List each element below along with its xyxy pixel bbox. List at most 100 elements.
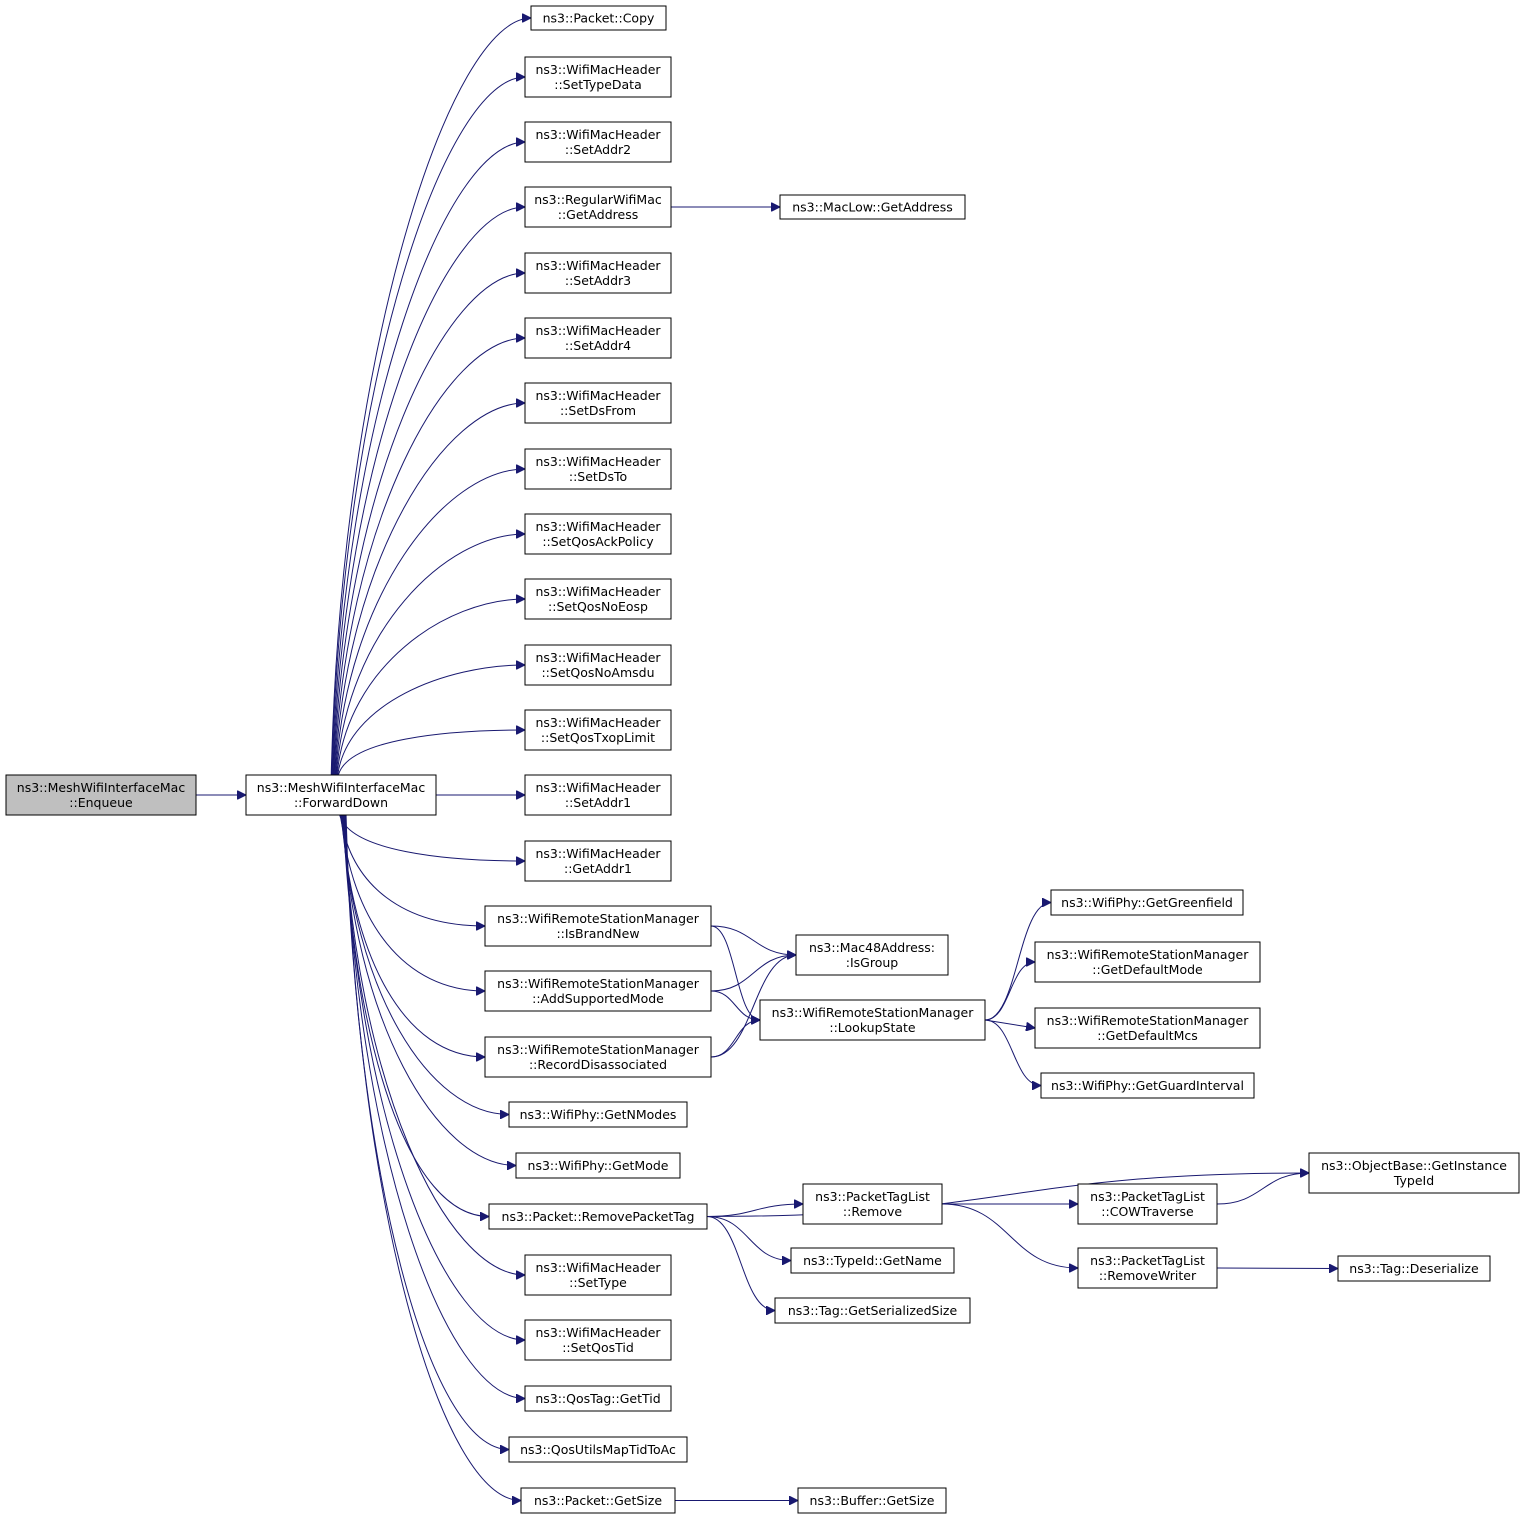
node-forwarddown[interactable]: ns3::MeshWifiInterfaceMac::ForwardDown xyxy=(245,774,437,816)
node-setaddr4[interactable]: ns3::WifiMacHeader::SetAddr4 xyxy=(524,317,672,359)
edge-forwarddown-to-setaddr3 xyxy=(333,273,525,776)
node-recorddisassociated[interactable]: ns3::WifiRemoteStationManager::RecordDis… xyxy=(484,1036,712,1078)
node-setqostxoplimit[interactable]: ns3::WifiMacHeader::SetQosTxopLimit xyxy=(524,709,672,751)
node-label-line: ::Remove xyxy=(843,1204,902,1219)
edge-forwarddown-to-getnmodes xyxy=(341,814,509,1115)
node-box xyxy=(245,774,437,816)
node-label-line: ns3::Tag::GetSerializedSize xyxy=(788,1303,958,1318)
edge-forwarddown-to-isbrandnew xyxy=(339,814,485,926)
node-qostag-gettid[interactable]: ns3::QosTag::GetTid xyxy=(524,1385,672,1412)
edge-ptl-cowtraverse-to-getinstancetypeid xyxy=(1216,1173,1309,1205)
edge-lookupstate-to-getdefaultmode xyxy=(984,962,1036,1021)
node-label-line: ns3::WifiPhy::GetGuardInterval xyxy=(1051,1078,1244,1093)
node-label-line: ::ForwardDown xyxy=(294,795,388,810)
node-getmode[interactable]: ns3::WifiPhy::GetMode xyxy=(515,1152,681,1179)
node-setqosnoeosp[interactable]: ns3::WifiMacHeader::SetQosNoEosp xyxy=(524,578,672,620)
edge-forwarddown-to-setaddr4 xyxy=(333,338,525,776)
node-label-line: ::GetDefaultMcs xyxy=(1097,1028,1198,1043)
edge-forwarddown-to-setqosnoamsdu xyxy=(337,665,525,776)
node-setaddr1[interactable]: ns3::WifiMacHeader::SetAddr1 xyxy=(524,774,672,816)
node-box xyxy=(5,774,197,816)
node-box xyxy=(524,1385,672,1412)
node-enqueue[interactable]: ns3::MeshWifiInterfaceMac::Enqueue xyxy=(5,774,197,816)
node-box xyxy=(524,1319,672,1361)
edge-forwarddown-to-getaddr1 xyxy=(339,814,525,861)
node-label-line: ns3::WifiRemoteStationManager xyxy=(1047,1013,1250,1028)
node-setdsto[interactable]: ns3::WifiMacHeader::SetDsTo xyxy=(524,448,672,490)
node-maclow-getaddress[interactable]: ns3::MacLow::GetAddress xyxy=(779,194,966,220)
node-addsupportedmode[interactable]: ns3::WifiRemoteStationManager::AddSuppor… xyxy=(484,970,712,1012)
node-getdefaultmode[interactable]: ns3::WifiRemoteStationManager::GetDefaul… xyxy=(1034,941,1261,983)
node-qosutilsmaptidtoac[interactable]: ns3::QosUtilsMapTidToAc xyxy=(508,1436,688,1463)
node-label-line: ::SetTypeData xyxy=(554,77,642,92)
node-label-line: ::SetAddr2 xyxy=(565,142,631,157)
node-label-line: ::SetAddr1 xyxy=(565,795,631,810)
node-ptl-removewriter[interactable]: ns3::PacketTagList::RemoveWriter xyxy=(1077,1247,1218,1289)
node-label-line: ns3::WifiRemoteStationManager xyxy=(497,1042,700,1057)
node-removepackettag[interactable]: ns3::Packet::RemovePacketTag xyxy=(488,1203,708,1230)
node-buffer-getsize[interactable]: ns3::Buffer::GetSize xyxy=(797,1487,947,1514)
node-label-line: ::SetAddr4 xyxy=(565,338,631,353)
node-label-line: ns3::TypeId::GetName xyxy=(803,1253,942,1268)
node-box xyxy=(524,186,672,228)
node-isbrandnew[interactable]: ns3::WifiRemoteStationManager::IsBrandNe… xyxy=(484,905,712,947)
node-getguardinterval[interactable]: ns3::WifiPhy::GetGuardInterval xyxy=(1040,1072,1255,1099)
node-label-line: ns3::QosUtilsMapTidToAc xyxy=(520,1442,676,1457)
node-ptl-cowtraverse[interactable]: ns3::PacketTagList::COWTraverse xyxy=(1077,1183,1218,1225)
node-tag-getserializedsize[interactable]: ns3::Tag::GetSerializedSize xyxy=(774,1297,971,1324)
node-label-line: ns3::WifiRemoteStationManager xyxy=(497,976,700,991)
edges-layer xyxy=(196,18,1338,1501)
node-box xyxy=(524,709,672,751)
node-setqostid[interactable]: ns3::WifiMacHeader::SetQosTid xyxy=(524,1319,672,1361)
node-packet-getsize[interactable]: ns3::Packet::GetSize xyxy=(520,1487,676,1514)
edge-forwarddown-to-recorddisassociated xyxy=(341,814,485,1057)
node-setqosackpolicy[interactable]: ns3::WifiMacHeader::SetQosAckPolicy xyxy=(524,513,672,555)
node-setqosnoamsdu[interactable]: ns3::WifiMacHeader::SetQosNoAmsdu xyxy=(524,644,672,686)
node-settype[interactable]: ns3::WifiMacHeader::SetType xyxy=(524,1254,672,1296)
node-box xyxy=(759,999,986,1041)
node-label-line: ::SetQosTxopLimit xyxy=(541,730,655,745)
node-label-line: ns3::PacketTagList xyxy=(1090,1253,1205,1268)
node-setaddr2[interactable]: ns3::WifiMacHeader::SetAddr2 xyxy=(524,121,672,163)
node-label-line: ns3::WifiMacHeader xyxy=(535,323,661,338)
node-getaddress-rwm[interactable]: ns3::RegularWifiMac::GetAddress xyxy=(524,186,672,228)
edge-forwarddown-to-setaddr2 xyxy=(331,142,525,776)
node-label-line: :IsGroup xyxy=(846,955,899,970)
node-isgroup[interactable]: ns3::Mac48Address::IsGroup xyxy=(795,934,949,976)
node-label-line: ::RemoveWriter xyxy=(1099,1268,1197,1283)
node-getgreenfield[interactable]: ns3::WifiPhy::GetGreenfield xyxy=(1050,889,1244,916)
edge-addsupportedmode-to-isgroup xyxy=(710,955,796,992)
node-box xyxy=(779,194,966,220)
node-getnmodes[interactable]: ns3::WifiPhy::GetNModes xyxy=(508,1101,688,1128)
edge-forwarddown-to-packet-getsize xyxy=(345,814,521,1501)
edge-forwarddown-to-setqostxoplimit xyxy=(337,730,525,776)
node-label-line: ::SetQosNoEosp xyxy=(548,599,648,614)
node-copy[interactable]: ns3::Packet::Copy xyxy=(530,5,667,31)
node-box xyxy=(524,121,672,163)
node-lookupstate[interactable]: ns3::WifiRemoteStationManager::LookupSta… xyxy=(759,999,986,1041)
node-box xyxy=(524,317,672,359)
node-box xyxy=(802,1183,943,1225)
node-label-line: ns3::Tag::Deserialize xyxy=(1349,1261,1479,1276)
node-label-line: ::AddSupportedMode xyxy=(532,991,664,1006)
node-box xyxy=(515,1152,681,1179)
node-label-line: ns3::Packet::RemovePacketTag xyxy=(502,1209,695,1224)
node-label-line: ::IsBrandNew xyxy=(556,926,639,941)
node-getdefaultmcs[interactable]: ns3::WifiRemoteStationManager::GetDefaul… xyxy=(1034,1007,1261,1049)
edge-removepackettag-to-tag-getserializedsize xyxy=(706,1216,775,1311)
node-label-line: ns3::WifiMacHeader xyxy=(535,258,661,273)
node-setaddr3[interactable]: ns3::WifiMacHeader::SetAddr3 xyxy=(524,252,672,294)
edge-lookupstate-to-getdefaultmcs xyxy=(984,1019,1035,1028)
node-label-line: ns3::WifiMacHeader xyxy=(535,519,661,534)
node-getaddr1[interactable]: ns3::WifiMacHeader::GetAddr1 xyxy=(524,840,672,882)
node-label-line: ::SetType xyxy=(569,1275,627,1290)
node-ptl-remove[interactable]: ns3::PacketTagList::Remove xyxy=(802,1183,943,1225)
node-settypedata[interactable]: ns3::WifiMacHeader::SetTypeData xyxy=(524,56,672,98)
node-typeid-getname[interactable]: ns3::TypeId::GetName xyxy=(790,1247,955,1274)
node-box xyxy=(524,382,672,424)
node-setdsfrom[interactable]: ns3::WifiMacHeader::SetDsFrom xyxy=(524,382,672,424)
node-label-line: ns3::WifiRemoteStationManager xyxy=(1047,947,1250,962)
node-box xyxy=(774,1297,971,1324)
node-tag-deserialize[interactable]: ns3::Tag::Deserialize xyxy=(1337,1255,1491,1282)
